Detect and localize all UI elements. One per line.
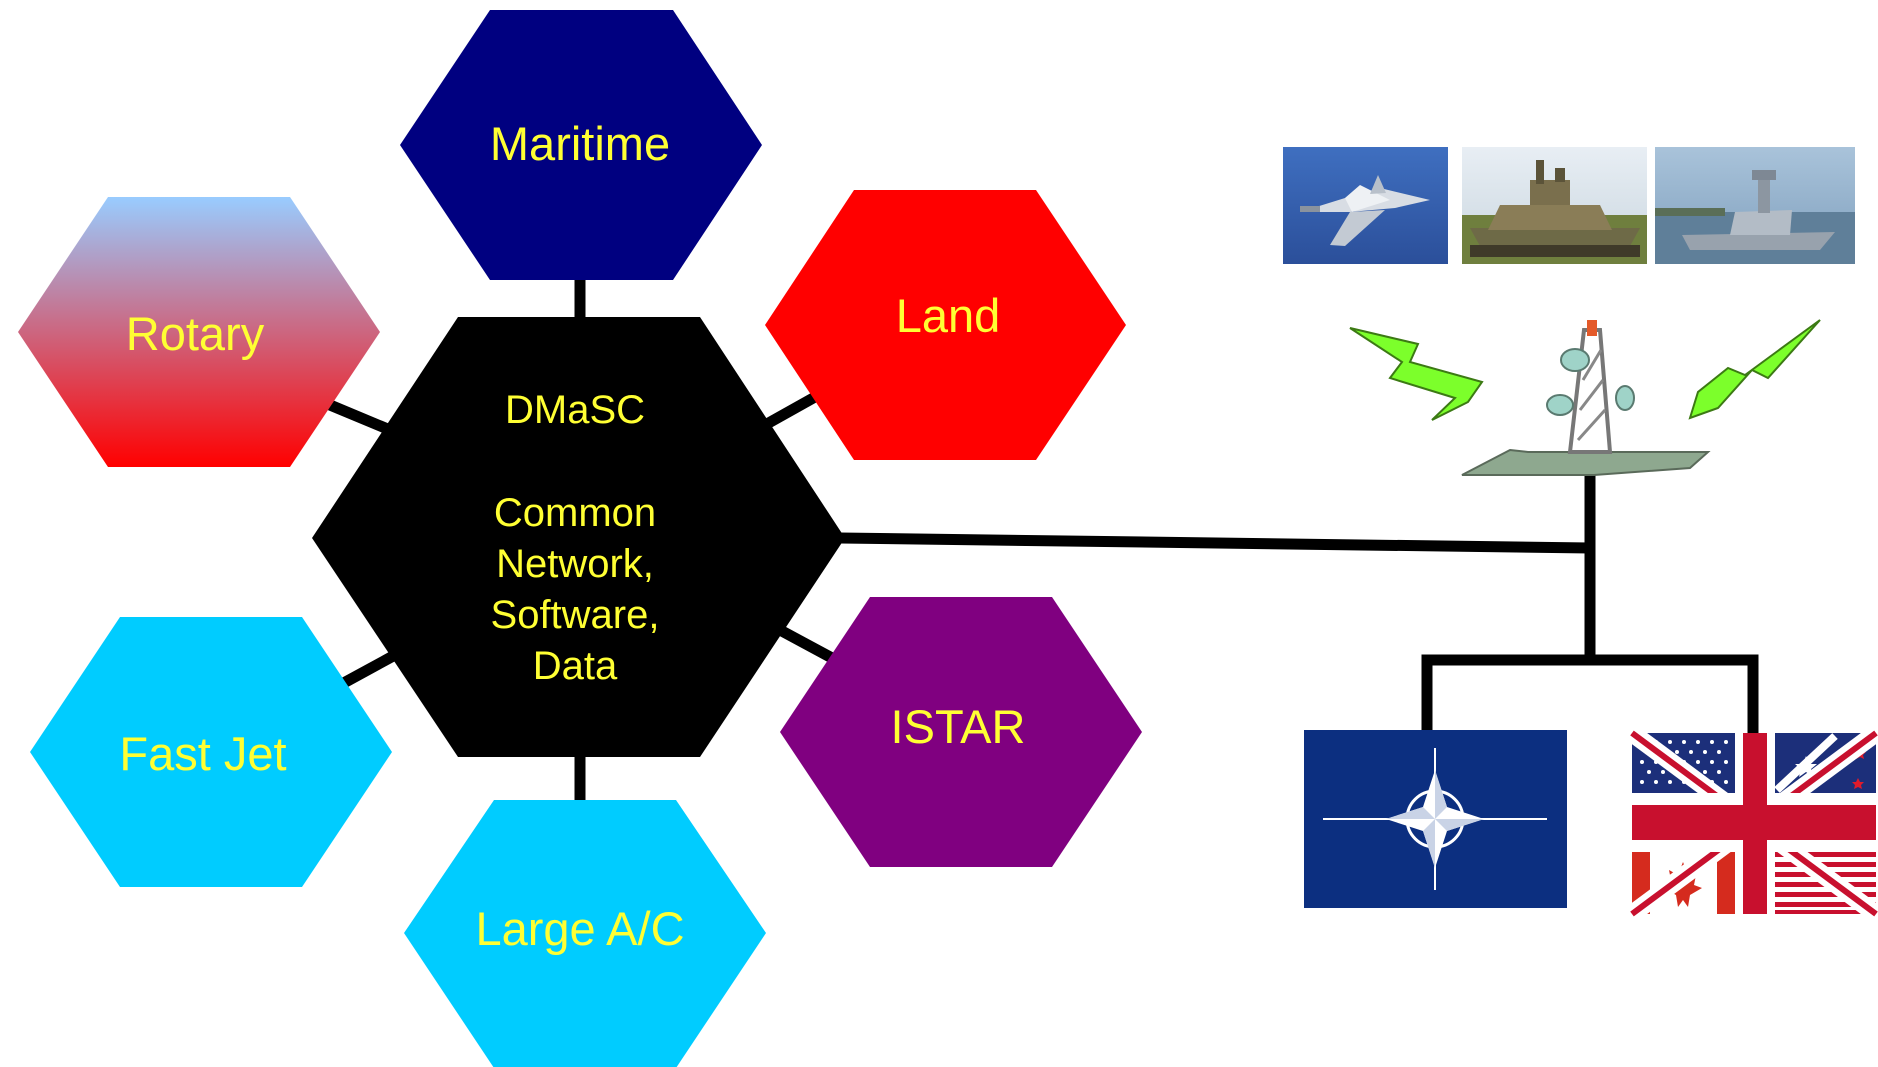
hex-fast-jet-label: Fast Jet bbox=[119, 727, 286, 780]
hub-line-3: Software, bbox=[491, 593, 660, 637]
hex-istar-label: ISTAR bbox=[891, 700, 1026, 753]
hex-maritime: Maritime bbox=[400, 10, 762, 280]
tank-photo bbox=[1462, 147, 1647, 264]
connector-fast-jet bbox=[337, 650, 398, 690]
hub-title: DMaSC bbox=[505, 388, 645, 432]
jet-aircraft-photo bbox=[1283, 147, 1448, 264]
hex-rotary-label: Rotary bbox=[126, 307, 265, 360]
lightning-bolt-icon bbox=[1349, 327, 1484, 421]
hex-large-ac-label: Large A/C bbox=[475, 902, 684, 955]
hex-maritime-label: Maritime bbox=[490, 117, 670, 170]
communications-tower-icon bbox=[1461, 320, 1711, 476]
hex-land-label: Land bbox=[896, 289, 1001, 342]
connectors bbox=[327, 270, 1759, 800]
hub-line-1: Common bbox=[494, 491, 656, 535]
hex-land: Land bbox=[765, 190, 1126, 460]
warship-photo bbox=[1655, 147, 1855, 264]
connector-rotary bbox=[327, 399, 393, 436]
connector-flags-bar bbox=[1421, 654, 1759, 735]
connector-land bbox=[762, 392, 818, 430]
hex-istar: ISTAR bbox=[780, 597, 1142, 867]
hub-line-2: Network, bbox=[496, 542, 654, 586]
nato-flag bbox=[1304, 730, 1567, 908]
five-eyes-composite-flag bbox=[1626, 725, 1878, 922]
hub-dmasc: DMaSC Common Network, Software, Data bbox=[312, 317, 845, 757]
hub-line-4: Data bbox=[533, 644, 618, 688]
hex-fast-jet: Fast Jet bbox=[30, 617, 392, 887]
connector-network-trunk bbox=[839, 532, 1591, 554]
hex-rotary: Rotary bbox=[18, 197, 380, 467]
hex-large-ac: Large A/C bbox=[404, 800, 766, 1067]
connector-istar bbox=[777, 625, 835, 663]
lightning-bolt-icon bbox=[1688, 319, 1821, 420]
